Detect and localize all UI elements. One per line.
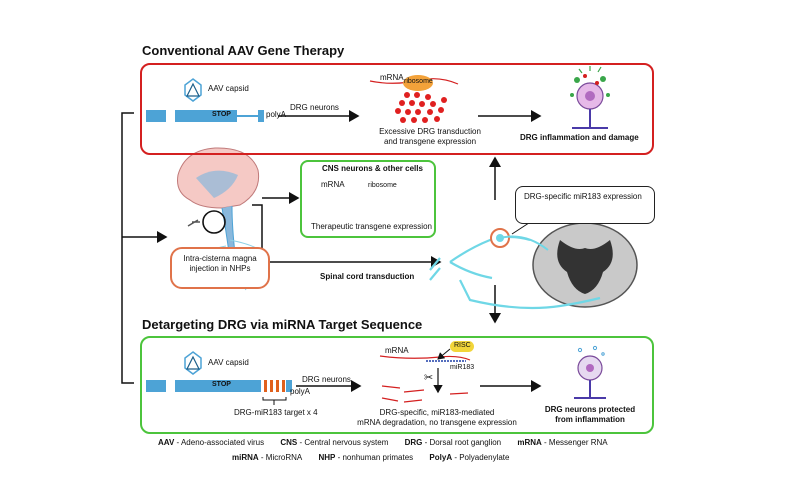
cns-ribosome-label: ribosome — [368, 182, 397, 189]
top-gene-end — [258, 110, 264, 122]
bottom-mrna-label: mRNA — [385, 346, 409, 355]
bottom-outcome-line2: from inflammation — [555, 415, 625, 424]
mir183-label: miR183 — [450, 364, 475, 371]
top-caption-line1: Excessive DRG transduction — [379, 127, 481, 136]
top-ribosome-label: ribosome — [404, 78, 433, 85]
left-bracket — [121, 112, 134, 384]
injection-line2: injection in NHPs — [189, 264, 251, 273]
injection-box — [170, 247, 270, 289]
bottom-caption: DRG-specific, miR183-mediated mRNA degra… — [352, 408, 522, 428]
damaged-neuron-icon — [570, 66, 610, 129]
risc-label: RISC — [454, 342, 471, 349]
top-panel — [140, 63, 654, 155]
bottom-panel — [140, 336, 654, 434]
top-gene-stop — [175, 110, 237, 122]
bottom-gene-end — [286, 380, 292, 392]
bottom-drg-label: DRG neurons — [302, 375, 351, 384]
aav-capsid-icon-top — [184, 78, 202, 102]
mir-target-sites — [264, 380, 285, 392]
drg-expression-box — [515, 186, 655, 224]
degraded-fragments — [381, 385, 469, 403]
cns-box — [300, 160, 436, 238]
top-panel-title: Conventional AAV Gene Therapy — [142, 43, 345, 58]
legend-row-1: AAV - Adeno-associated virus CNS - Centr… — [158, 438, 608, 447]
top-caption: Excessive DRG transduction and transgene… — [360, 127, 500, 147]
top-gene-construct — [146, 110, 166, 122]
top-outcome: DRG inflammation and damage — [520, 133, 639, 142]
top-mrna-label: mRNA — [380, 73, 404, 82]
top-capsid-label: AAV capsid — [208, 84, 249, 93]
top-ribosome — [403, 75, 433, 91]
bottom-caption-line2: mRNA degradation, no transgene expressio… — [357, 418, 517, 427]
bottom-polya-label: polyA — [290, 387, 311, 396]
risc-badge — [450, 341, 474, 352]
top-caption-line2: and transgene expression — [383, 137, 477, 146]
bottom-outcome: DRG neurons protected from inflammation — [538, 405, 642, 425]
bottom-outcome-line1: DRG neurons protected — [544, 405, 636, 414]
bottom-stop-label: STOP — [212, 381, 231, 388]
spinal-cord-cross-section — [532, 222, 638, 308]
bottom-caption-line1: DRG-specific, miR183-mediated — [379, 408, 495, 417]
top-protein-dots — [395, 92, 447, 123]
cns-caption: Therapeutic transgene expression — [311, 222, 432, 231]
legend-item-aav: AAV - Adeno-associated virus — [158, 438, 265, 447]
cns-title: CNS neurons & other cells — [322, 164, 423, 173]
bottom-capsid-label: AAV capsid — [208, 358, 249, 367]
bottom-gene-stop — [175, 380, 261, 392]
cns-mrna-label: mRNA — [321, 180, 345, 189]
legend-item-nhp: NHP - nonhuman primates — [318, 453, 414, 462]
top-gene-linker — [237, 115, 259, 117]
legend-row-2: miRNA - MicroRNA NHP - nonhuman primates… — [232, 453, 509, 462]
protected-neuron-icon — [574, 345, 606, 399]
target-bracket — [262, 397, 287, 405]
risc-pointer — [437, 348, 451, 360]
injection-label: Intra-cisterna magna injection in NHPs — [170, 254, 270, 274]
drg-expression-label: DRG-specific miR183 expression — [524, 192, 642, 201]
top-drg-label: DRG neurons — [290, 103, 339, 112]
legend-item-drg: DRG - Dorsal root ganglion — [404, 438, 502, 447]
spinal-label: Spinal cord transduction — [320, 272, 415, 281]
target-label: DRG-miR183 target x 4 — [234, 408, 318, 417]
top-polya-label: polyA — [266, 110, 287, 119]
injection-line1: Intra-cisterna magna — [183, 254, 257, 263]
legend-item-polya: PolyA - Polyadenylate — [429, 453, 510, 462]
aav-capsid-icon-bottom — [184, 351, 202, 375]
drg-neuron-cyan — [429, 228, 601, 310]
legend-item-cns: CNS - Central nervous system — [280, 438, 389, 447]
bottom-panel-title: Detargeting DRG via miRNA Target Sequenc… — [142, 317, 423, 332]
bottom-gene-construct — [146, 380, 166, 392]
brain-to-spinal-arrow — [252, 204, 442, 268]
scissors-icon: ✂ — [424, 371, 433, 384]
legend-item-mrna: mRNA - Messenger RNA — [517, 438, 608, 447]
top-stop-label: STOP — [212, 111, 231, 118]
legend-item-mirna: miRNA - MicroRNA — [232, 453, 303, 462]
